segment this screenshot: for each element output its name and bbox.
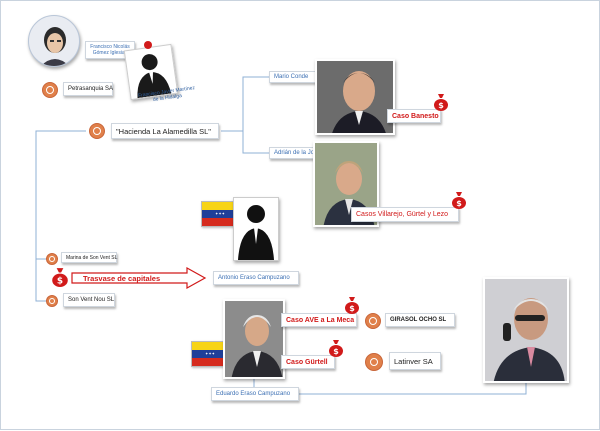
label-eduardo-eraso: Eduardo Eraso Campuzano — [211, 387, 299, 401]
portrait-eduardo-eraso — [223, 299, 285, 379]
portrait-gomez-iglesias — [28, 15, 80, 67]
money-bag-icon: $ — [345, 297, 359, 314]
svg-text:$: $ — [438, 101, 444, 110]
label-antonio-eraso: Antonio Eraso Campuzano — [213, 271, 299, 285]
portrait-mario-conde — [315, 59, 395, 135]
svg-text:$: $ — [57, 277, 63, 287]
company-icon — [42, 82, 58, 98]
label-girasol: GIRASOL OCHO SL — [385, 313, 455, 327]
label-gomez-iglesias: Francisco Nicolás Gómez Iglesias — [85, 41, 135, 59]
label-caso-ave: Caso AVE a La Meca — [281, 313, 357, 327]
money-bag-icon: $ — [434, 94, 448, 111]
company-icon — [46, 295, 58, 307]
red-mark-icon — [144, 41, 152, 49]
svg-text:$: $ — [333, 347, 339, 356]
money-bag-icon: $ — [52, 268, 68, 287]
company-icon — [365, 353, 383, 371]
label-marina-son-vent: Marina de Son Vent SL — [61, 252, 117, 263]
company-icon — [365, 313, 381, 329]
label-petrasanquia: Petrasanquia SA — [63, 82, 113, 96]
silhouette-icon — [238, 205, 274, 260]
svg-text:$: $ — [349, 304, 355, 313]
company-icon — [46, 253, 58, 265]
silhouette-martinez-hidalga — [123, 43, 179, 101]
label-hacienda: "Hacienda La Alamedilla SL" — [111, 123, 219, 139]
label-mario-conde: Mario Conde — [269, 71, 317, 83]
label-trasvase: Trasvase de capitales — [83, 274, 161, 283]
label-caso-gurtel: Caso Gürtell — [281, 355, 335, 369]
money-bag-icon: $ — [452, 192, 466, 209]
label-latinver: Latinver SA — [389, 352, 441, 370]
label-casos-villarejo: Casos Villarejo, Gürtel y Lezo — [351, 207, 459, 222]
label-caso-banesto: Caso Banesto — [387, 109, 441, 123]
silhouette-icon — [137, 54, 172, 99]
label-son-vent-nou: Son Vent Nou SL — [63, 293, 115, 307]
svg-text:$: $ — [456, 199, 462, 208]
red-arrow-icon — [71, 267, 207, 289]
company-icon — [89, 123, 105, 139]
portrait-king — [483, 277, 569, 383]
money-bag-icon: $ — [329, 340, 343, 357]
silhouette-antonio-eraso — [233, 197, 279, 261]
